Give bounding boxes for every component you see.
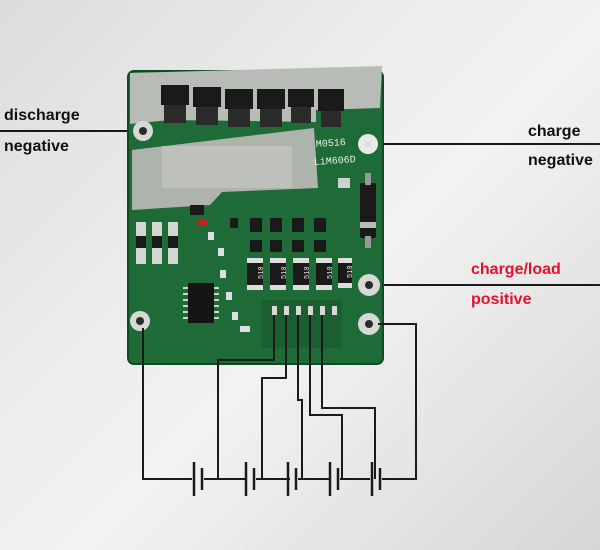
ic-chip-icon <box>183 283 219 323</box>
battery-wiring <box>142 315 417 480</box>
smd-components <box>190 178 350 332</box>
mosfet-icon <box>288 89 314 123</box>
battery-cell-icon <box>244 462 256 496</box>
mounting-hole-icon <box>130 311 150 331</box>
resistor-icon: 510 <box>338 258 355 288</box>
left-resistors <box>136 222 178 264</box>
mounting-hole-icon <box>133 121 153 141</box>
battery-cells <box>192 462 382 496</box>
mosfet-icon <box>318 89 344 127</box>
mounting-hole-icon <box>358 134 378 154</box>
mosfet-icon <box>257 89 285 127</box>
charge-negative-label-line2: negative <box>528 152 593 169</box>
charge-negative-label-line1: charge <box>528 123 581 140</box>
discharge-negative-label-line1: discharge <box>4 107 80 124</box>
board-marking-2: LiM606D <box>313 154 356 169</box>
charge-load-positive-label-line1: charge/load <box>471 261 561 278</box>
mosfet-icon <box>225 89 253 127</box>
svg-text:510: 510 <box>304 266 312 279</box>
svg-text:510: 510 <box>327 266 335 279</box>
battery-cell-icon <box>328 462 340 496</box>
svg-text:510: 510 <box>281 266 289 279</box>
resistor-icon: 510 <box>270 258 289 290</box>
resistor-icon: 510 <box>247 258 266 290</box>
svg-text:510: 510 <box>347 265 355 278</box>
battery-cell-icon <box>192 462 204 496</box>
mosfet-row <box>161 85 344 127</box>
charge-load-positive-label-line2: positive <box>471 291 532 308</box>
mosfet-icon <box>161 85 189 123</box>
board-marking-1: M0516 <box>316 138 347 151</box>
discharge-negative-label-line2: negative <box>4 138 69 155</box>
resistor-icon: 510 <box>316 258 335 290</box>
mounting-hole-icon <box>358 274 380 296</box>
mosfet-icon <box>193 87 221 125</box>
diode-icon <box>360 173 376 248</box>
balance-connector-pads <box>262 300 342 348</box>
svg-text:510: 510 <box>258 266 266 279</box>
battery-cell-icon <box>370 462 382 496</box>
mounting-hole-icon <box>358 313 380 335</box>
resistor-row: 510 510 510 510 510 <box>247 258 355 290</box>
battery-cell-icon <box>286 462 298 496</box>
resistor-icon: 510 <box>293 258 312 290</box>
